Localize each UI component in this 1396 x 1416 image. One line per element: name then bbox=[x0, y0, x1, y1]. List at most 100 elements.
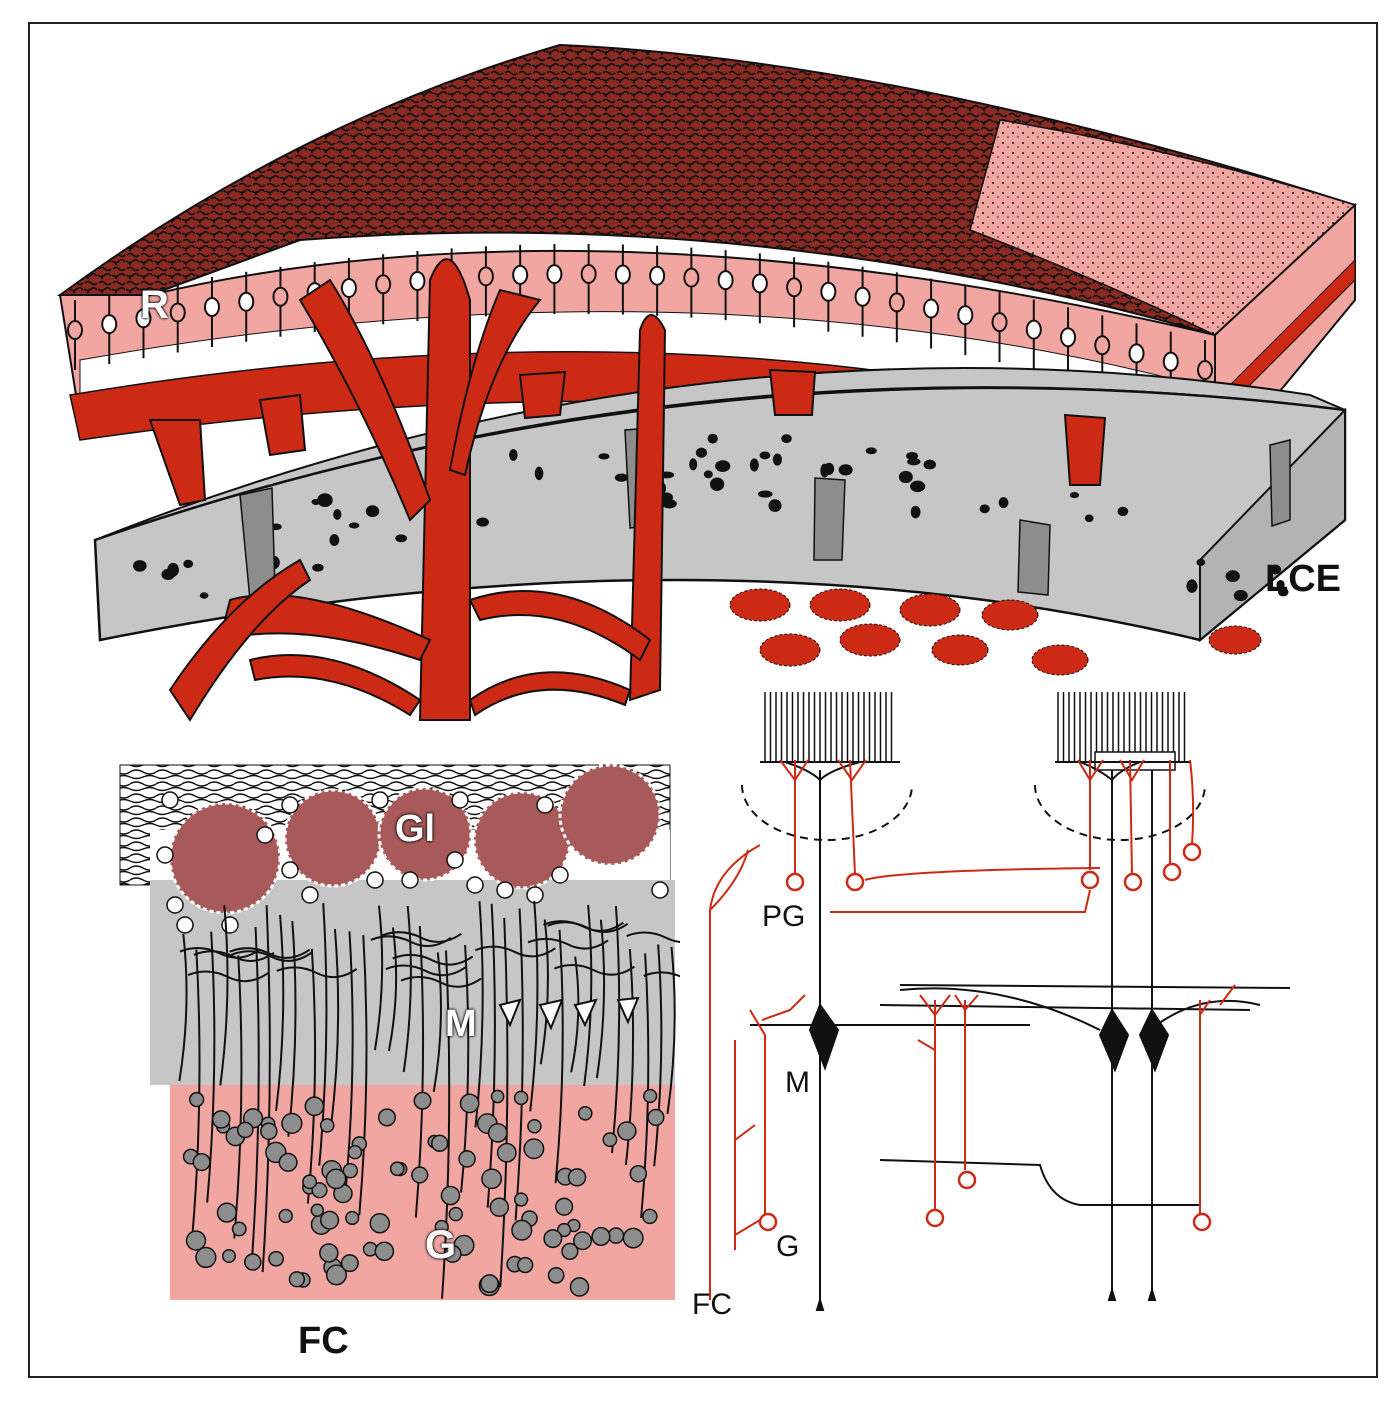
plate-hole bbox=[980, 504, 990, 513]
plate-hole bbox=[615, 474, 628, 482]
granule-cell bbox=[459, 1151, 475, 1167]
granule-cell bbox=[562, 1244, 578, 1260]
periglomerular-cell bbox=[177, 917, 193, 933]
granule-cell bbox=[603, 1133, 616, 1146]
receptor-cell bbox=[171, 304, 185, 322]
granule-cell bbox=[528, 1120, 541, 1133]
receptor-cell bbox=[821, 283, 835, 301]
plate-hole bbox=[773, 453, 782, 465]
label-FC-schematic: FC bbox=[692, 1290, 732, 1320]
granule-cell bbox=[524, 1139, 543, 1158]
plate-hole bbox=[509, 449, 517, 461]
granule-cell bbox=[233, 1222, 246, 1235]
granule-cell bbox=[449, 1208, 462, 1221]
plate-hole bbox=[704, 470, 713, 478]
label-G-schematic: G bbox=[776, 1232, 799, 1262]
schematic-panel bbox=[680, 690, 1376, 1376]
label-LCE: LCE bbox=[1265, 560, 1341, 598]
receptor-cell bbox=[1061, 328, 1075, 346]
receptor-cell bbox=[650, 267, 664, 285]
receptor-cell bbox=[582, 265, 596, 283]
plate-hole bbox=[167, 563, 179, 577]
receptor-cell bbox=[376, 275, 390, 293]
granule-cell bbox=[492, 1090, 504, 1102]
periglomerular-cell bbox=[302, 887, 318, 903]
granule-cell bbox=[643, 1209, 657, 1223]
periglomerular-cell bbox=[157, 847, 173, 863]
receptor-cell bbox=[719, 271, 733, 289]
granule-cell bbox=[630, 1166, 646, 1182]
granule-cell bbox=[618, 1122, 636, 1140]
granule-cell bbox=[592, 1228, 610, 1246]
plate-hole bbox=[1226, 570, 1240, 582]
receptor-cell bbox=[753, 274, 767, 292]
granule-cell bbox=[279, 1154, 297, 1172]
plate-hole bbox=[329, 534, 339, 546]
granule-cell bbox=[279, 1209, 292, 1222]
granule-cell bbox=[489, 1124, 507, 1142]
granule-cell bbox=[213, 1111, 230, 1128]
plate-hole bbox=[598, 453, 609, 459]
plate-hole bbox=[999, 497, 1009, 508]
receptor-cell bbox=[924, 300, 938, 318]
periglomerular-cell bbox=[257, 827, 273, 843]
plate-hole bbox=[910, 481, 925, 492]
granule-cell bbox=[190, 1093, 204, 1107]
receptor-cell bbox=[239, 293, 253, 311]
receptor-cell bbox=[787, 278, 801, 296]
granule-cell bbox=[379, 1109, 396, 1126]
receptor-cell bbox=[993, 313, 1007, 331]
plate-hole bbox=[317, 493, 333, 507]
plate-hole bbox=[333, 509, 341, 520]
plate-hole bbox=[312, 564, 324, 572]
plate-hole bbox=[133, 560, 147, 572]
plate-hole bbox=[366, 505, 379, 517]
periglomerular-cell bbox=[537, 797, 553, 813]
granule-cell bbox=[311, 1204, 323, 1216]
granule-cell bbox=[544, 1230, 562, 1248]
plate-hole bbox=[911, 506, 921, 519]
granule-cell bbox=[217, 1203, 236, 1222]
receptor-cell bbox=[547, 265, 561, 283]
granule-cell bbox=[515, 1091, 528, 1104]
receptor-cell bbox=[102, 315, 116, 333]
label-FC-bulb: FC bbox=[298, 1322, 349, 1360]
label-Gl: Gl bbox=[395, 810, 435, 848]
granule-cell bbox=[223, 1250, 236, 1263]
granule-cell bbox=[441, 1186, 459, 1204]
periglomerular-cell bbox=[372, 792, 388, 808]
periglomerular-cell bbox=[162, 792, 178, 808]
granule-cell bbox=[187, 1231, 206, 1250]
periglomerular-cell bbox=[167, 897, 183, 913]
receptor-cell bbox=[513, 266, 527, 284]
granule-cell bbox=[245, 1254, 261, 1270]
granule-cell bbox=[375, 1242, 393, 1260]
periglomerular-cell bbox=[527, 887, 543, 903]
plate-hole bbox=[758, 490, 773, 497]
granule-cell bbox=[346, 1212, 359, 1225]
periglomerular-cell bbox=[282, 797, 298, 813]
plate-hole bbox=[1197, 559, 1206, 566]
granule-cell bbox=[321, 1211, 339, 1229]
granule-cell bbox=[490, 1198, 508, 1216]
granule-cell bbox=[481, 1275, 498, 1292]
granule-cell bbox=[644, 1090, 657, 1103]
receptor-cell bbox=[68, 321, 82, 339]
receptor-cell bbox=[890, 293, 904, 311]
plate-hole bbox=[708, 434, 718, 444]
periglomerular-cell bbox=[222, 917, 238, 933]
granule-cell bbox=[482, 1169, 501, 1188]
periglomerular-cell bbox=[552, 867, 568, 883]
plate-hole bbox=[820, 464, 829, 478]
plate-hole bbox=[183, 560, 193, 568]
granule-cell bbox=[515, 1193, 528, 1206]
plate-hole bbox=[715, 460, 730, 472]
periglomerular-cell bbox=[497, 882, 513, 898]
granule-cell bbox=[432, 1135, 448, 1151]
receptor-cell bbox=[410, 272, 424, 290]
granule-cell bbox=[391, 1162, 404, 1175]
plate-hole bbox=[1118, 507, 1129, 516]
granule-cell bbox=[579, 1107, 592, 1120]
plate-hole bbox=[349, 522, 360, 528]
